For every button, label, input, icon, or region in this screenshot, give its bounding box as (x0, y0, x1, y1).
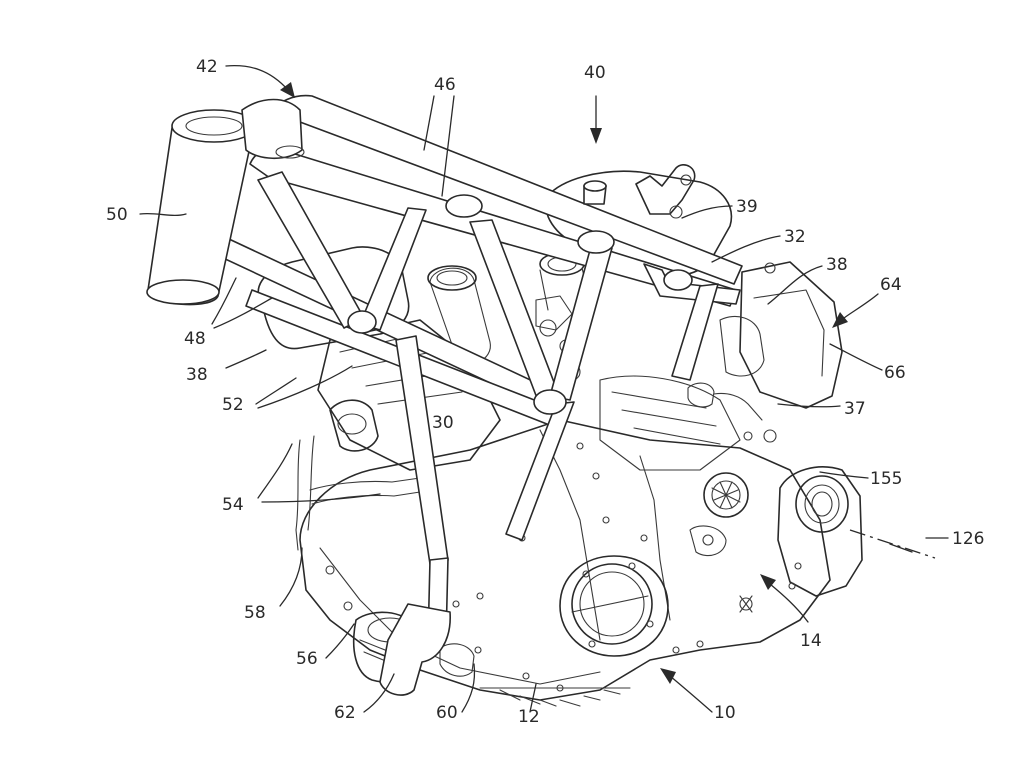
label-50: 50 (106, 205, 128, 225)
label-60: 60 (436, 703, 458, 723)
label-39: 39 (736, 197, 758, 217)
label-155: 155 (870, 469, 902, 489)
label-32: 32 (784, 227, 806, 247)
label-40: 40 (584, 63, 606, 83)
label-54: 54 (222, 495, 244, 515)
swingarm-pivot (777, 466, 863, 597)
pivot-axis (849, 529, 936, 559)
label-48: 48 (184, 329, 206, 349)
steering-head (146, 98, 305, 306)
label-56: 56 (296, 649, 318, 669)
right-cover (739, 261, 843, 409)
label-10: 10 (714, 703, 736, 723)
label-38-right: 38 (826, 255, 848, 275)
label-42: 42 (196, 57, 218, 77)
label-38-left: 38 (186, 365, 208, 385)
reference-numerals: 42 46 40 50 39 32 38 64 48 38 66 52 30 3… (106, 57, 984, 727)
lower-frame-bend (379, 603, 451, 696)
engine-assembly (257, 170, 863, 707)
leader-lines (139, 64, 883, 713)
oil-pan (499, 689, 621, 707)
label-12: 12 (518, 707, 540, 727)
label-52: 52 (222, 395, 244, 415)
output-sprocket (703, 472, 749, 518)
crankcase (299, 419, 831, 701)
top-bracket (635, 164, 696, 215)
label-66: 66 (884, 363, 906, 383)
water-pump (329, 399, 379, 452)
label-46: 46 (434, 75, 456, 95)
label-126: 126 (952, 529, 984, 549)
label-37: 37 (844, 399, 866, 419)
label-62: 62 (334, 703, 356, 723)
label-64: 64 (880, 275, 902, 295)
cylinder-block (317, 319, 501, 471)
label-30: 30 (432, 413, 454, 433)
trellis-frame (146, 94, 743, 696)
label-58: 58 (244, 603, 266, 623)
label-14: 14 (800, 631, 822, 651)
clutch-cover (559, 555, 669, 657)
